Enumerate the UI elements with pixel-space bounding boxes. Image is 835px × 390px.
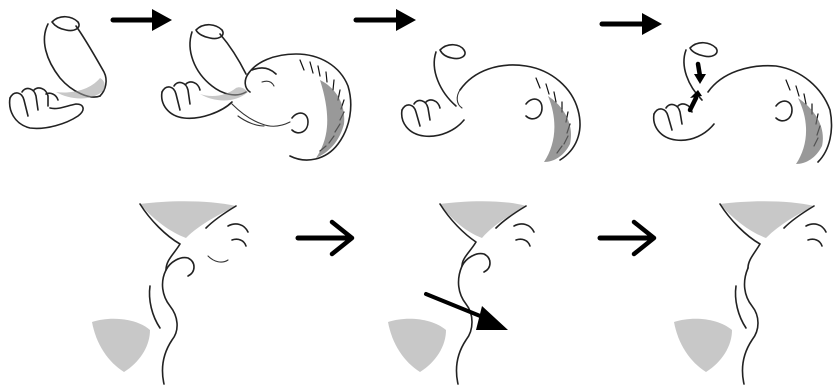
mother-fingers	[402, 100, 440, 126]
top-panel-4-baby-latched	[654, 43, 832, 164]
baby-lower-jaw	[735, 286, 746, 328]
top-panel-2-baby-mouth-open	[162, 25, 351, 160]
top-arrow-1	[113, 9, 172, 31]
baby-ear	[526, 99, 542, 119]
baby-chin-neck	[232, 104, 290, 126]
baby-shading	[674, 319, 732, 372]
breast-shading-top	[440, 201, 526, 238]
baby-eye	[514, 224, 534, 246]
baby-eye-upper	[228, 224, 248, 246]
baby-nose	[208, 256, 228, 262]
nipple-outline	[52, 17, 79, 31]
baby-shading	[92, 319, 150, 372]
baby-hair-shading	[544, 96, 571, 162]
bottom-arrow-2	[600, 222, 654, 254]
hand-palm	[10, 98, 83, 128]
up-arrow-small	[690, 98, 696, 110]
top-arrow-3	[602, 13, 662, 35]
baby-neck-fold	[238, 116, 264, 126]
baby-ear	[292, 113, 308, 133]
bottom-panel-3-side-view-latched	[674, 201, 826, 384]
baby-mouth-at-breast	[457, 90, 462, 108]
nipple-outline	[440, 45, 465, 59]
breast-shading	[200, 87, 248, 100]
baby-eye	[806, 224, 826, 246]
nipple	[166, 258, 194, 276]
bottom-panel-2-side-view-latching	[388, 201, 534, 384]
baby-lip-chin	[162, 270, 177, 384]
top-panel-3-baby-brought-to-breast	[402, 45, 580, 162]
mother-hand	[402, 110, 464, 136]
top-arrow-2	[356, 9, 416, 31]
breast-curve	[434, 52, 456, 106]
nipple-outline	[690, 43, 717, 57]
mother-fingers	[654, 104, 692, 130]
baby-shading	[388, 319, 446, 372]
mother-fingers	[162, 82, 200, 110]
mother-hand	[654, 114, 714, 140]
baby-ear	[776, 101, 792, 121]
baby-hair-shading	[796, 98, 823, 164]
down-arrow-small-head	[694, 74, 706, 84]
nipple-outline	[196, 25, 223, 39]
diagonal-arrow-head	[476, 306, 508, 330]
fingers	[10, 88, 58, 116]
breast-shading-top	[140, 201, 236, 238]
top-panel-1-hand-holding-breast	[10, 17, 106, 129]
breast-shading-top	[720, 201, 814, 238]
bottom-panel-1-side-view-approach	[92, 201, 248, 384]
baby-lip-chin	[456, 266, 472, 384]
baby-eye	[262, 81, 274, 86]
breast-curve-lower	[220, 34, 246, 74]
up-arrow-small-head	[690, 90, 702, 98]
bottom-arrow-1	[298, 222, 352, 254]
baby-lower-jaw	[149, 286, 160, 328]
